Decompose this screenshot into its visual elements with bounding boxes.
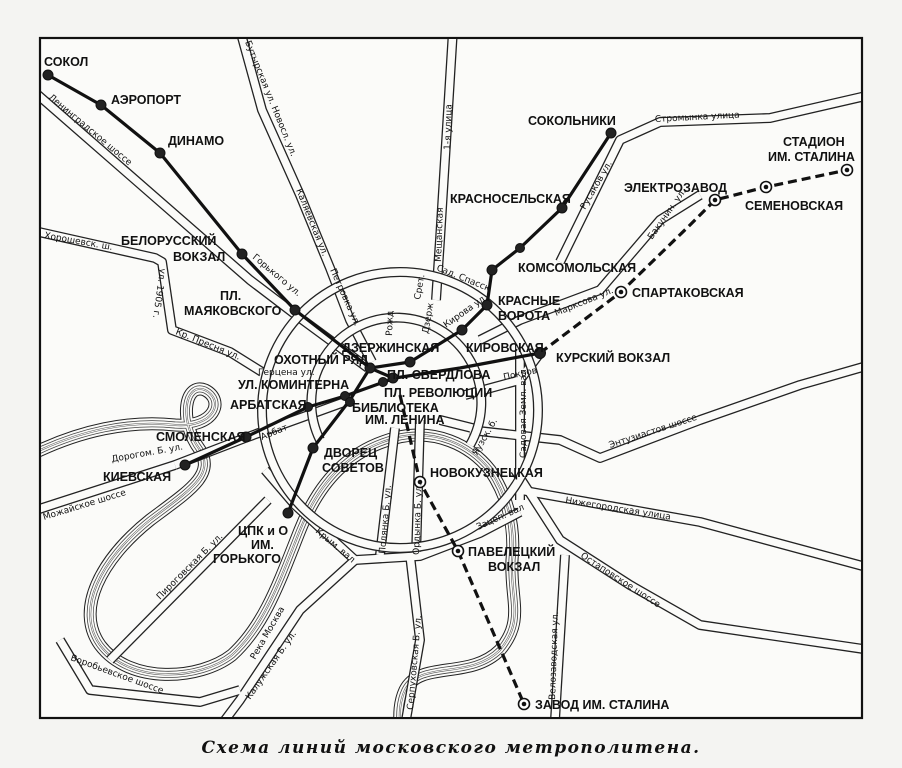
street-label: Срет. <box>413 274 427 301</box>
station-label: КИЕВСКАЯ <box>103 470 171 484</box>
station-label: СПАРТАКОВСКАЯ <box>632 286 744 300</box>
line-pokrovskaya-extension <box>539 168 848 355</box>
street-label: Рожд <box>385 311 396 337</box>
station-label: ВОКЗАЛ <box>488 560 540 574</box>
station-label: СОВЕТОВ <box>322 461 384 475</box>
street-label: Мещанская <box>434 207 446 262</box>
street <box>376 427 399 556</box>
station-revolyutsii[interactable] <box>378 377 388 387</box>
station-krasnye-vorota[interactable] <box>481 299 493 311</box>
street <box>41 228 264 376</box>
street <box>469 363 861 462</box>
street-label: Велозаводская ул. <box>548 611 561 700</box>
station-label: ЗАВОД ИМ. СТАЛИНА <box>535 698 669 712</box>
station-komsomolskaya[interactable] <box>486 264 498 276</box>
street <box>551 554 569 717</box>
station-label: ОХОТНЫЙ РЯД <box>274 352 368 367</box>
street <box>519 486 861 570</box>
station-dvorets-sovetov[interactable] <box>307 442 319 454</box>
street <box>41 461 177 513</box>
station-cpkio[interactable] <box>282 507 294 519</box>
station-dinamo[interactable] <box>154 147 166 159</box>
station-arbatskaya[interactable] <box>303 402 313 412</box>
station-label: КОМСОМОЛЬСКАЯ <box>518 261 636 275</box>
station-label: БЕЛОРУССКИЙ <box>121 233 216 248</box>
station-stadion[interactable] <box>840 163 854 177</box>
station-label: МАЯКОВСКОГО <box>184 304 282 318</box>
station-komsomolskaya-2[interactable] <box>515 243 525 253</box>
street-label: Стромынка улица <box>655 111 740 125</box>
station-label: ДЗЕРЖИНСКАЯ <box>342 341 439 355</box>
station-sverdlova[interactable] <box>387 372 399 384</box>
station-label: БИБЛИОТЕКА <box>352 401 439 415</box>
station-label: ИМ. ЛЕНИНА <box>365 413 445 427</box>
station-labels: СОКОЛ АЭРОПОРТ ДИНАМО БЕЛОРУССКИЙ ВОКЗАЛ… <box>44 55 855 712</box>
station-label: УЛ. КОМИНТЕРНА <box>238 378 349 392</box>
station-kursky[interactable] <box>534 347 546 359</box>
station-label: ПАВЕЛЕЦКИЙ <box>468 544 555 559</box>
street-label: Садовая Земл. вал <box>519 369 529 458</box>
station-label: СТАДИОН <box>783 135 845 149</box>
street <box>222 557 358 717</box>
station-dzerzhinskaya[interactable] <box>404 356 416 368</box>
station-label: СМОЛЕНСКАЯ <box>156 430 246 444</box>
station-okhotny-ryad[interactable] <box>364 362 376 374</box>
station-sokol[interactable] <box>42 69 54 81</box>
station-aeroport[interactable] <box>95 99 107 111</box>
station-label: ДИНАМО <box>168 134 224 148</box>
station-belorussky[interactable] <box>236 248 248 260</box>
station-label: ИМ. СТАЛИНА <box>768 150 855 164</box>
station-label: СОКОЛЬНИКИ <box>528 114 616 128</box>
street-label: Герцена ул. <box>258 368 315 378</box>
station-biblioteka[interactable] <box>345 397 355 407</box>
station-label: ПЛ. РЕВОЛЮЦИИ <box>384 386 492 400</box>
station-label: КРАСНОСЕЛЬСКАЯ <box>450 192 571 206</box>
street <box>56 638 242 706</box>
station-label: НОВОКУЗНЕЦКАЯ <box>430 466 543 480</box>
station-spartakovskaya[interactable] <box>614 285 628 299</box>
street-label: Ордынка Б. ул. <box>412 483 424 555</box>
station-elektrozavod[interactable] <box>708 193 722 207</box>
station-label: КИРОВСКАЯ <box>466 341 544 355</box>
station-semenovskaya[interactable] <box>759 180 773 194</box>
ring-roads <box>257 267 543 553</box>
line-gorkovskaya-extension <box>398 394 526 705</box>
station-label: ГОРЬКОГО <box>213 552 281 566</box>
station-zavod-stalina[interactable] <box>517 697 531 711</box>
station-novokuznetskaya[interactable] <box>413 475 427 489</box>
station-label: СОКОЛ <box>44 55 88 69</box>
station-sokolniki[interactable] <box>605 127 617 139</box>
street <box>556 93 861 264</box>
station-label: ПЛ. <box>220 289 241 303</box>
station-label: ДВОРЕЦ <box>324 446 378 460</box>
station-kievskaya[interactable] <box>179 459 191 471</box>
station-label: АРБАТСКАЯ <box>230 398 307 412</box>
station-label: ПЛ. СВЕРДЛОВА <box>387 368 490 382</box>
station-smolenskaya[interactable] <box>240 431 252 443</box>
moscow-river <box>41 382 522 717</box>
station-label: СЕМЕНОВСКАЯ <box>745 199 843 213</box>
stations <box>42 69 854 711</box>
station-label: ЭЛЕКТРОЗАВОД <box>624 181 727 195</box>
station-label: ЦПК и О <box>238 524 288 538</box>
street <box>402 554 424 717</box>
station-krasnoselskaya[interactable] <box>556 202 568 214</box>
street <box>107 497 271 663</box>
station-label: ВОРОТА <box>498 309 550 323</box>
station-label: ВОКЗАЛ <box>173 250 225 264</box>
station-label: ИМ. <box>251 538 274 552</box>
street-label: 1-я улица <box>443 104 455 150</box>
map-frame <box>38 36 864 720</box>
street <box>511 467 861 653</box>
station-label: КРАСНЫЕ <box>498 294 560 308</box>
station-label: КУРСКИЙ ВОКЗАЛ <box>556 350 670 365</box>
station-kirovskaya[interactable] <box>456 324 468 336</box>
station-mayakovskogo[interactable] <box>289 304 301 316</box>
station-paveletsky[interactable] <box>451 544 465 558</box>
map-caption: Схема линий московского метрополитена. <box>201 738 701 758</box>
station-label: АЭРОПОРТ <box>111 93 181 107</box>
